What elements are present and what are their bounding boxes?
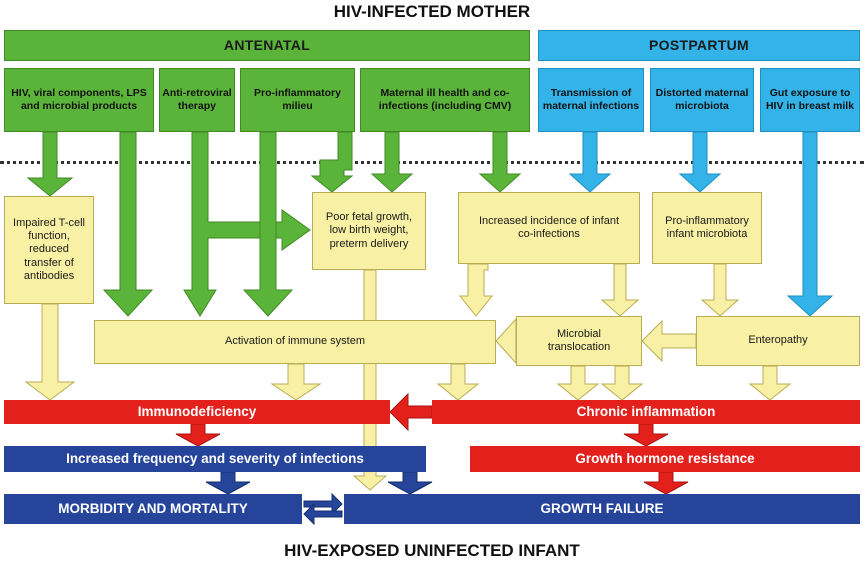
outcome-gh-resistance: Growth hormone resistance: [470, 446, 860, 472]
arrow-art-to-poor-growth: [183, 131, 311, 317]
factor-distorted-microbiota: Distorted maternal microbiota: [650, 68, 754, 132]
arrow-enteropathy-to-chronic: [748, 365, 792, 401]
arrow-illhealth-to-coinfections: [478, 131, 522, 193]
effect-infant-coinfections: Increased incidence of infant co-infecti…: [458, 192, 640, 264]
arrow-translocation-to-chronic-b: [600, 365, 644, 401]
outcome-chronic-inflammation: Chronic inflammation: [432, 400, 860, 424]
arrow-infant-microbiota-to-enteropathy: [700, 263, 740, 317]
factor-antiretroviral-therapy: Anti-retroviral therapy: [159, 68, 235, 132]
arrow-microbiota-to-infant-microbiota: [678, 131, 722, 193]
arrow-tcell-to-immunodeficiency: [24, 303, 76, 401]
arrow-illhealth-to-poor-growth: [370, 131, 414, 193]
arrow-growth-failure-to-morbidity: [303, 502, 343, 526]
arrow-infections-to-growth-failure: [387, 471, 433, 495]
arrow-activation-to-chronic: [436, 363, 480, 401]
arrow-milieu-to-activation: [242, 131, 294, 317]
factor-maternal-ill-health: Maternal ill health and co- infections (…: [360, 68, 530, 132]
bottom-title: HIV-EXPOSED UNINFECTED INFANT: [284, 541, 580, 560]
arrow-poor-growth-to-growth-failure: [352, 269, 388, 491]
effect-enteropathy: Enteropathy: [696, 316, 860, 366]
arrow-viral-to-activation: [102, 131, 154, 317]
arrow-transmission-to-coinfections: [568, 131, 612, 193]
arrow-milieu-to-poor-growth: [310, 131, 354, 193]
arrow-infections-to-morbidity: [205, 471, 251, 495]
effect-impaired-tcell: Impaired T-cell function, reduced transf…: [4, 196, 94, 304]
outcome-immunodeficiency: Immunodeficiency: [4, 400, 390, 424]
arrow-chronic-to-gh-resistance: [623, 423, 669, 447]
arrow-coinfections-to-translocation: [600, 263, 640, 317]
outcome-growth-failure: GROWTH FAILURE: [344, 494, 860, 524]
arrow-immunodeficiency-to-infections: [175, 423, 221, 447]
effect-immune-activation: Activation of immune system: [94, 320, 496, 364]
factor-proinflammatory-milieu: Pro-inflammatory milieu: [240, 68, 355, 132]
arrow-translocation-to-chronic-a: [556, 365, 600, 401]
arrow-chronic-to-immunodeficiency: [389, 392, 433, 432]
arrow-translocation-to-activation: [495, 317, 517, 365]
arrow-coinfections-to-activation: [458, 263, 494, 317]
factor-gut-exposure: Gut exposure to HIV in breast milk: [760, 68, 860, 132]
top-title: HIV-INFECTED MOTHER: [333, 2, 531, 21]
dotted-divider: [0, 161, 864, 164]
outcome-morbidity-mortality: MORBIDITY AND MORTALITY: [4, 494, 302, 524]
factor-viral-products: HIV, viral components, LPS and microbial…: [4, 68, 154, 132]
arrow-morbidity-to-growth-failure: [303, 492, 343, 516]
postpartum-header: POSTPARTUM: [538, 30, 860, 61]
antenatal-header: ANTENATAL: [4, 30, 530, 61]
effect-poor-fetal-growth: Poor fetal growth, low birth weight, pre…: [312, 192, 426, 270]
effect-infant-microbiota: Pro-inflammatory infant microbiota: [652, 192, 762, 264]
factor-transmission: Transmission of maternal infections: [538, 68, 644, 132]
outcome-infections: Increased frequency and severity of infe…: [4, 446, 426, 472]
arrow-gh-resistance-to-growth-failure: [643, 471, 689, 495]
arrow-viral-to-tcell: [26, 131, 74, 197]
arrow-activation-to-immunodeficiency: [270, 363, 322, 401]
arrow-enteropathy-to-translocation: [641, 319, 697, 363]
effect-microbial-translocation: Microbial translocation: [516, 316, 642, 366]
arrow-gut-to-enteropathy: [786, 131, 834, 317]
